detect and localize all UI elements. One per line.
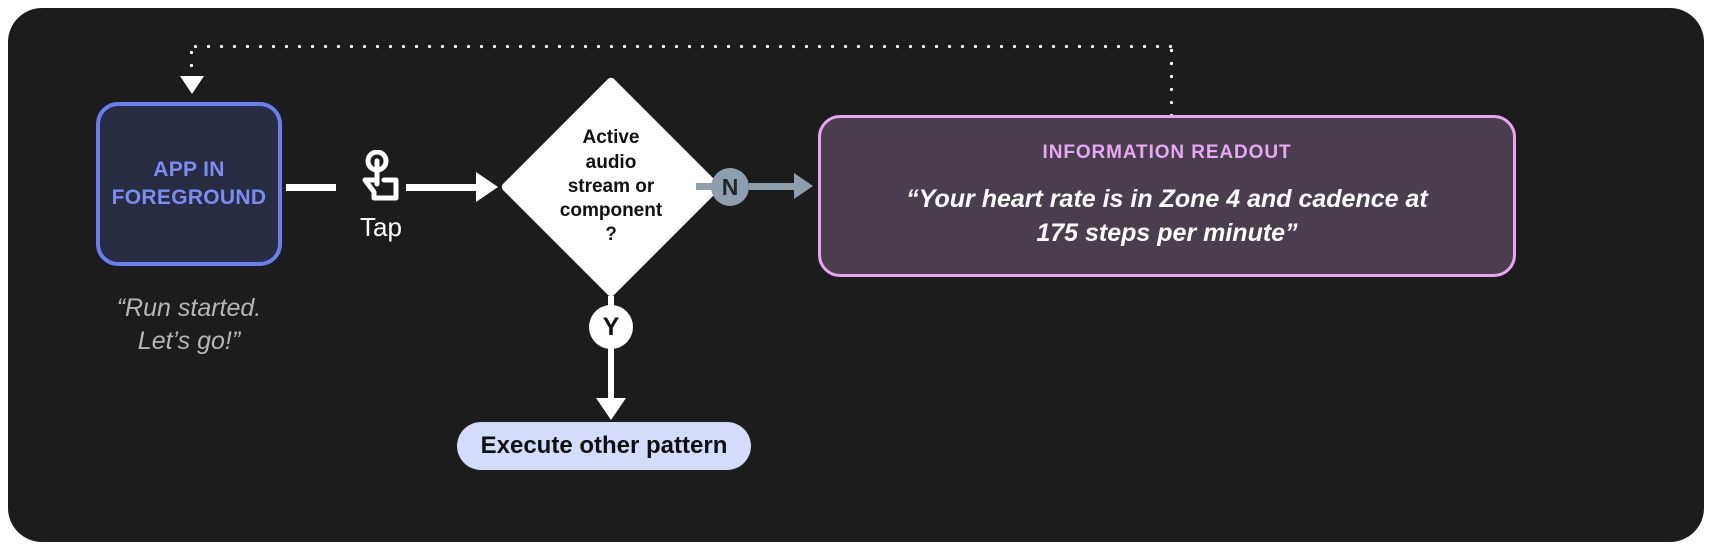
branch-badge-yes: Y	[589, 305, 633, 349]
node-app-in-foreground-caption: “Run started. Let’s go!”	[116, 294, 262, 355]
node-execute-other-pattern-label: Execute other pattern	[480, 432, 728, 459]
information-readout-body: “Your heart rate is in Zone 4 and cadenc…	[906, 185, 1428, 247]
feedback-path-horizontal	[189, 44, 1173, 49]
feedback-path-right-vertical	[1169, 44, 1174, 116]
node-app-in-foreground-label: APP IN FOREGROUND	[111, 158, 267, 209]
gesture-tap-label: Tap	[360, 212, 402, 242]
node-decision-label: Active audio stream or component ?	[559, 127, 663, 246]
connector-n-to-readout	[749, 183, 799, 190]
feedback-path-left-vertical	[189, 46, 194, 82]
gesture-tap-group: Tap	[338, 150, 424, 254]
connector-n-to-readout-arrowhead	[794, 173, 813, 199]
connector-tap-to-decision-arrowhead	[476, 172, 498, 202]
connector-decision-to-y	[608, 296, 614, 310]
diagram-canvas: APP IN FOREGROUND “Run started. Let’s go…	[8, 8, 1704, 542]
connector-decision-to-n	[696, 183, 714, 190]
node-app-in-foreground[interactable]: APP IN FOREGROUND	[96, 102, 282, 266]
connector-y-to-execute-arrowhead	[596, 398, 626, 420]
node-execute-other-pattern[interactable]: Execute other pattern	[457, 422, 751, 470]
connector-tap-to-decision	[406, 184, 484, 191]
connector-app-to-tap	[286, 184, 336, 191]
information-readout-title: INFORMATION READOUT	[1042, 142, 1292, 163]
node-information-readout[interactable]: INFORMATION READOUT “Your heart rate is …	[818, 115, 1516, 277]
tap-gesture-icon	[362, 150, 399, 201]
feedback-path-arrowhead	[180, 76, 204, 94]
connector-y-to-execute	[608, 346, 614, 404]
node-decision[interactable]: Active audio stream or component ?	[500, 76, 722, 298]
branch-badge-no: N	[711, 168, 749, 206]
